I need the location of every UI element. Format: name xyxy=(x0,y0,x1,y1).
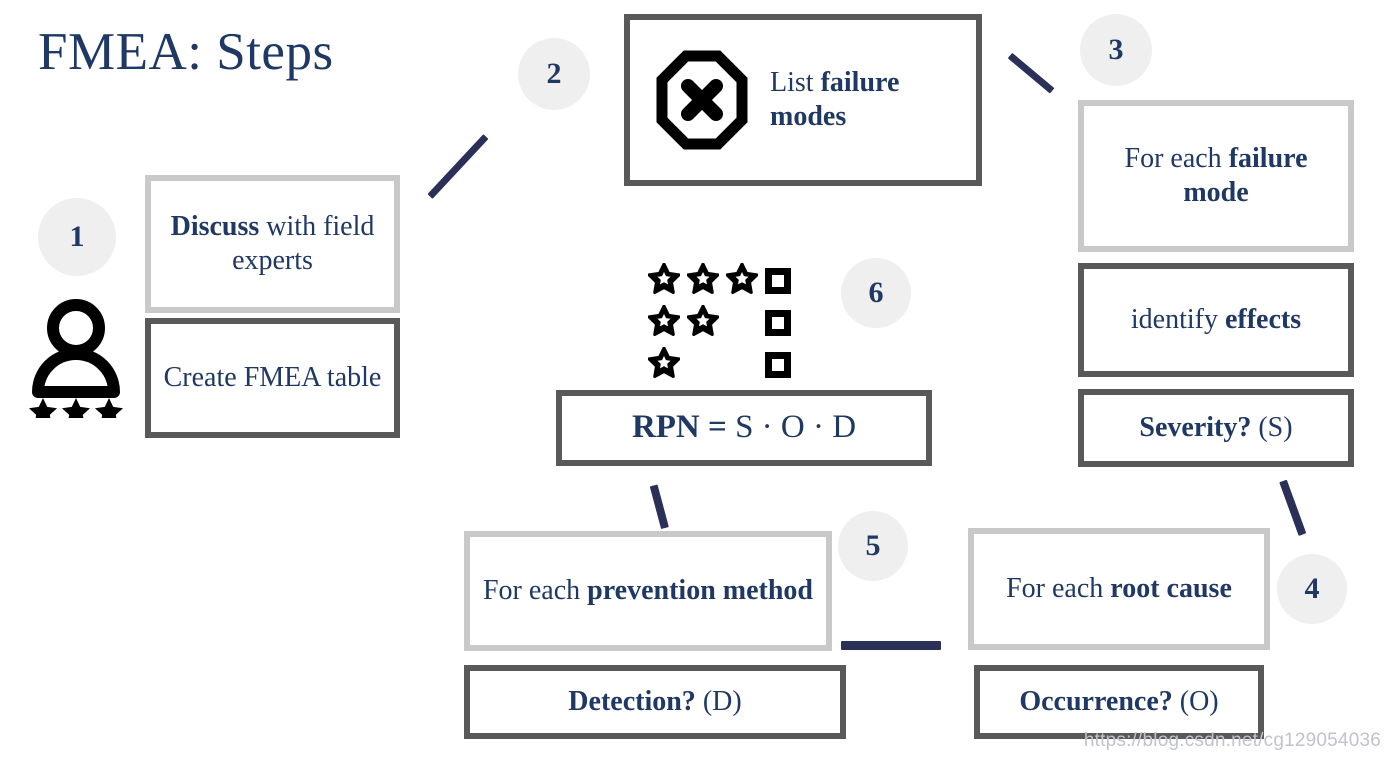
step-badge-5: 5 xyxy=(838,511,908,581)
connector-step2-to-step3 xyxy=(1007,52,1055,94)
step-badge-4-label: 4 xyxy=(1304,572,1320,605)
box-severity-lead: Severity? xyxy=(1139,412,1252,444)
box-list-failure-modes-rest: failure modes xyxy=(770,67,900,132)
box-for-each-failure-mode-text: For each failure mode xyxy=(1094,142,1338,209)
box-for-each-root-cause-lead: For each xyxy=(1006,573,1111,605)
star-icon xyxy=(726,263,758,295)
box-for-each-prevention-method[interactable]: For each prevention method xyxy=(464,531,832,651)
box-create-fmea-table[interactable]: Create FMEA table xyxy=(145,318,400,438)
star-slot-empty xyxy=(726,305,758,337)
box-create-fmea-table-label: Create FMEA table xyxy=(163,362,382,394)
box-severity-text: Severity? (S) xyxy=(1139,411,1292,445)
box-for-each-prevention-method-rest: prevention method xyxy=(587,575,813,607)
box-for-each-failure-mode[interactable]: For each failure mode xyxy=(1078,100,1354,252)
box-for-each-prevention-method-lead: For each xyxy=(482,575,588,607)
star-icon xyxy=(648,263,680,295)
box-for-each-failure-mode-lead: For each xyxy=(1124,143,1229,175)
box-for-each-failure-mode-rest: failure mode xyxy=(1183,143,1308,208)
box-identify-effects[interactable]: identify effects xyxy=(1078,263,1354,377)
box-for-each-prevention-method-text: For each prevention method xyxy=(483,574,813,608)
box-discuss-with-field-experts[interactable]: Discuss with field experts xyxy=(145,175,400,313)
box-rpn-formula[interactable]: RPN = S · O · D xyxy=(556,390,932,466)
step-badge-3: 3 xyxy=(1080,14,1152,86)
star-rating-grid-icon xyxy=(648,258,808,384)
box-detection-text: Detection? (D) xyxy=(568,685,741,719)
box-occurrence-text: Occurrence? (O) xyxy=(1019,685,1218,719)
box-occurrence-rest: (O) xyxy=(1172,686,1219,718)
checkbox-square-icon xyxy=(765,351,791,378)
box-list-failure-modes-lead: List xyxy=(770,67,821,99)
checkbox-square-icon xyxy=(765,309,791,336)
octagon-x-icon xyxy=(656,50,748,150)
step-badge-1: 1 xyxy=(38,198,116,276)
box-severity[interactable]: Severity? (S) xyxy=(1078,389,1354,467)
box-detection-lead: Detection? xyxy=(568,686,696,718)
step-badge-3-label: 3 xyxy=(1108,33,1124,66)
step-badge-6-label: 6 xyxy=(868,276,884,309)
box-detection-rest: (D) xyxy=(695,686,742,718)
box-rpn-formula-rest: S · O · D xyxy=(726,409,857,446)
page-title: FMEA: Steps xyxy=(38,23,334,81)
box-for-each-root-cause[interactable]: For each root cause xyxy=(968,528,1270,650)
connector-step1-to-step2 xyxy=(427,134,489,199)
box-discuss-text: Discuss with field experts xyxy=(161,210,384,277)
step-badge-4: 4 xyxy=(1277,554,1347,624)
star-icon xyxy=(648,347,680,379)
box-for-each-root-cause-rest: root cause xyxy=(1110,573,1232,605)
box-identify-effects-rest: effects xyxy=(1224,304,1302,336)
box-identify-effects-lead: identify xyxy=(1130,304,1225,336)
box-severity-rest: (S) xyxy=(1251,412,1293,444)
star-icon xyxy=(687,305,719,337)
box-rpn-formula-text: RPN = S · O · D xyxy=(632,408,856,448)
connector-step5-to-step6 xyxy=(649,484,669,530)
box-list-failure-modes-text: List failure modes xyxy=(770,66,966,133)
person-with-three-stars-icon xyxy=(26,296,126,418)
star-icon xyxy=(687,263,719,295)
box-identify-effects-text: identify effects xyxy=(1131,303,1301,337)
box-discuss-rest: with field experts xyxy=(232,211,375,276)
step-badge-2: 2 xyxy=(518,38,590,110)
star-icon xyxy=(648,305,680,337)
box-detection[interactable]: Detection? (D) xyxy=(464,665,846,739)
box-rpn-formula-lead: RPN = xyxy=(631,409,727,446)
connector-step3-to-step4 xyxy=(1279,479,1307,536)
box-occurrence[interactable]: Occurrence? (O) xyxy=(974,665,1264,739)
step-badge-1-label: 1 xyxy=(69,220,85,253)
box-occurrence-lead: Occurrence? xyxy=(1019,686,1173,718)
step-badge-2-label: 2 xyxy=(546,57,562,90)
box-for-each-root-cause-text: For each root cause xyxy=(1006,572,1232,606)
box-discuss-lead: Discuss xyxy=(170,211,260,243)
step-badge-5-label: 5 xyxy=(865,529,881,562)
checkbox-square-icon xyxy=(765,267,791,294)
step-badge-6: 6 xyxy=(841,258,911,328)
star-slot-empty xyxy=(726,347,758,379)
star-slot-empty xyxy=(687,347,719,379)
connector-step4-to-step5 xyxy=(841,641,941,650)
box-list-failure-modes[interactable]: List failure modes xyxy=(624,14,982,186)
watermark: https://blog.csdn.net/cg129054036 xyxy=(1083,730,1381,751)
